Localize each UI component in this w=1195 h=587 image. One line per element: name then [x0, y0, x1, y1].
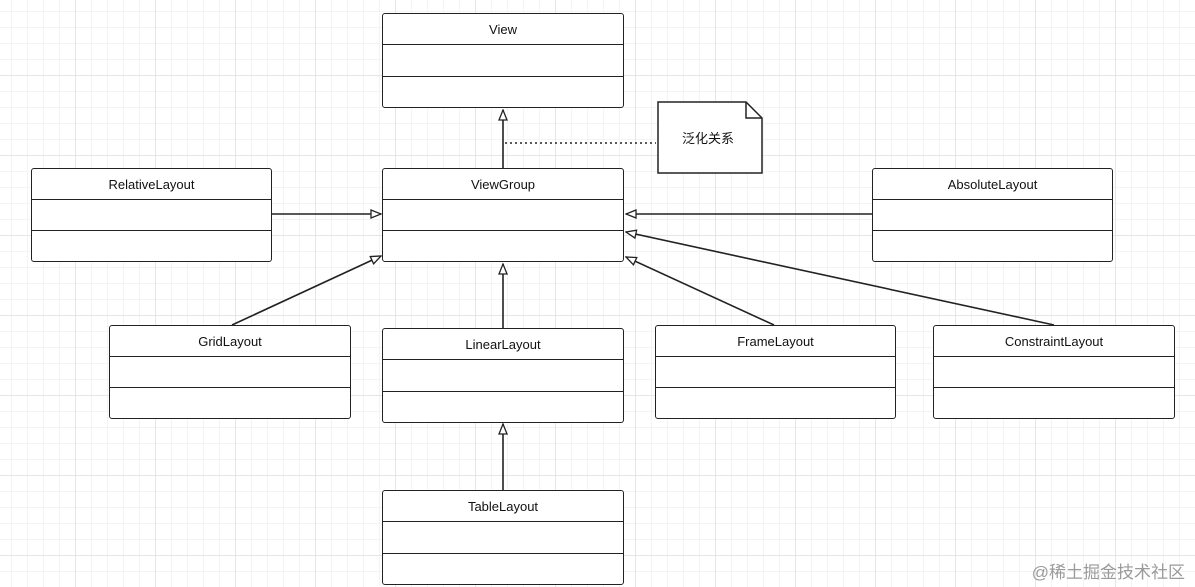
- class-operations: [656, 388, 895, 418]
- class-view[interactable]: View: [382, 13, 624, 108]
- class-attributes: [383, 522, 623, 554]
- edge-gridlayout-to-viewgroup: [231, 256, 381, 326]
- class-name: ViewGroup: [383, 169, 623, 200]
- class-name: TableLayout: [383, 491, 623, 522]
- class-absolutelayout[interactable]: AbsoluteLayout: [872, 168, 1113, 262]
- class-relativelayout[interactable]: RelativeLayout: [31, 168, 272, 262]
- class-gridlayout[interactable]: GridLayout: [109, 325, 351, 419]
- class-attributes: [656, 357, 895, 388]
- class-name: AbsoluteLayout: [873, 169, 1112, 200]
- class-name: LinearLayout: [383, 329, 623, 360]
- class-name: GridLayout: [110, 326, 350, 357]
- note-text: 泛化关系: [681, 131, 734, 146]
- class-name: RelativeLayout: [32, 169, 271, 200]
- class-operations: [110, 388, 350, 418]
- class-attributes: [110, 357, 350, 388]
- watermark: @稀土掘金技术社区: [1031, 563, 1185, 582]
- class-tablelayout[interactable]: TableLayout: [382, 490, 624, 585]
- class-viewgroup[interactable]: ViewGroup: [382, 168, 624, 262]
- class-name: View: [383, 14, 623, 45]
- note-shape: [657, 101, 763, 174]
- class-operations: [32, 231, 271, 261]
- edge-constraintlayout-to-viewgroup: [626, 232, 1055, 326]
- edge-framelayout-to-viewgroup: [626, 257, 775, 326]
- class-operations: [383, 77, 623, 108]
- class-operations: [873, 231, 1112, 261]
- class-operations: [934, 388, 1174, 418]
- class-constraintlayout[interactable]: ConstraintLayout: [933, 325, 1175, 419]
- class-linearlayout[interactable]: LinearLayout: [382, 328, 624, 423]
- class-framelayout[interactable]: FrameLayout: [655, 325, 896, 419]
- class-operations: [383, 554, 623, 585]
- class-attributes: [383, 360, 623, 392]
- class-attributes: [383, 45, 623, 77]
- class-attributes: [934, 357, 1174, 388]
- class-attributes: [383, 200, 623, 231]
- class-operations: [383, 231, 623, 261]
- class-name: FrameLayout: [656, 326, 895, 357]
- class-attributes: [873, 200, 1112, 231]
- class-operations: [383, 392, 623, 423]
- class-name: ConstraintLayout: [934, 326, 1174, 357]
- class-attributes: [32, 200, 271, 231]
- generalization-note[interactable]: 泛化关系: [657, 101, 763, 174]
